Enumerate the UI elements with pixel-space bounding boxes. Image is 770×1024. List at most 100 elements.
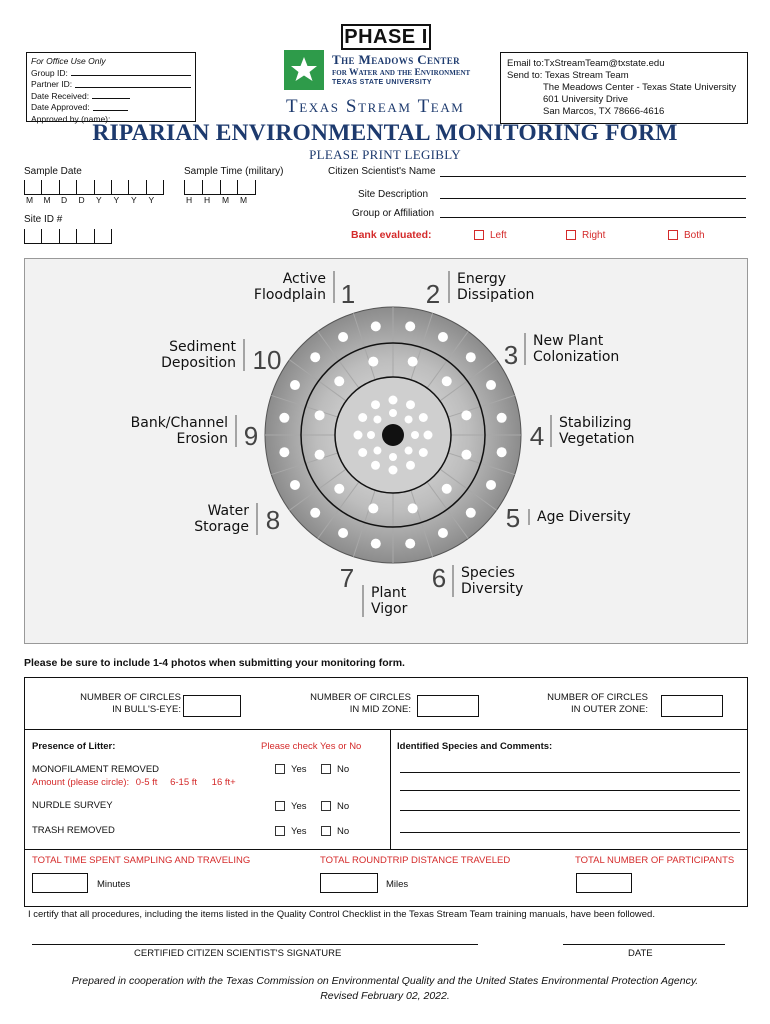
- monofilament-no-checkbox[interactable]: [321, 764, 331, 775]
- outer-zone-dot: [338, 331, 349, 342]
- wheel-number-3: 3: [504, 340, 518, 370]
- footer-revised: Revised February 02, 2022.: [320, 990, 450, 1002]
- bank-both-option[interactable]: Both: [668, 230, 705, 241]
- date-approved-field[interactable]: [92, 102, 128, 111]
- comments-line-1[interactable]: [400, 772, 740, 773]
- mid-zone-count-input[interactable]: [417, 695, 479, 717]
- wheel-label-8: Water: [208, 503, 250, 519]
- signature-line[interactable]: [32, 944, 478, 945]
- outer-zone-dot: [279, 412, 290, 423]
- total-time-input[interactable]: [32, 873, 88, 893]
- comments-line-2[interactable]: [400, 790, 740, 791]
- wheel-segment-line: [410, 490, 434, 557]
- total-distance-input[interactable]: [320, 873, 378, 893]
- office-use-box: For Office Use Only Group ID: Partner ID…: [26, 52, 196, 124]
- amount-6-15[interactable]: 6-15 ft: [170, 777, 198, 788]
- bulls-eye-dot: [373, 415, 382, 424]
- monofilament-no[interactable]: No: [321, 764, 349, 775]
- comments-line-3[interactable]: [400, 810, 740, 811]
- date-letter: D: [78, 195, 85, 205]
- send-to-line: Send to: Texas Stream Team: [507, 70, 629, 81]
- date-line[interactable]: [563, 944, 725, 945]
- wheel-number-9: 9: [244, 421, 258, 451]
- logo-line-3: TEXAS STATE UNIVERSITY: [332, 79, 432, 86]
- trash-no-checkbox[interactable]: [321, 826, 331, 837]
- group-affiliation-field[interactable]: [440, 217, 746, 218]
- site-description-label: Site Description: [358, 189, 429, 200]
- divider: [25, 729, 747, 730]
- outer-zone-dot: [279, 447, 290, 458]
- monofilament-yes[interactable]: Yes: [275, 764, 307, 775]
- contact-box: Email to:TxStreamTeam@txstate.edu Send t…: [500, 52, 748, 124]
- site-description-field[interactable]: [440, 198, 746, 199]
- approved-by-field[interactable]: [113, 114, 191, 122]
- bulls-eye-dot: [406, 460, 415, 470]
- wheel-segment-line: [352, 490, 376, 557]
- wheel-segment-line: [289, 468, 347, 511]
- footer-prepared: Prepared in cooperation with the Texas C…: [71, 975, 699, 987]
- nurdle-no[interactable]: No: [321, 801, 349, 812]
- bulls-eye-dot: [389, 453, 397, 461]
- time-letter: H: [186, 195, 193, 205]
- bank-left-option[interactable]: Left: [474, 230, 507, 241]
- bank-right-option[interactable]: Right: [566, 230, 605, 241]
- partner-id-label: Partner ID:: [31, 79, 73, 89]
- nurdle-yes[interactable]: Yes: [275, 801, 307, 812]
- monofilament-yes-checkbox[interactable]: [275, 764, 285, 775]
- wheel-segment-line: [317, 481, 360, 539]
- outer-zone-dot: [437, 528, 448, 539]
- date-letter: M: [26, 195, 34, 205]
- logo-line-2: for Water and the Environment: [332, 68, 471, 78]
- bank-both-checkbox[interactable]: [668, 230, 678, 241]
- check-yes-no-note: Please check Yes or No: [261, 741, 362, 752]
- citizen-name-field[interactable]: [440, 176, 746, 177]
- group-id-field[interactable]: [70, 68, 191, 76]
- outer-zone-dot: [486, 479, 497, 490]
- outer-zone-dot: [289, 479, 300, 490]
- amount-0-5[interactable]: 0-5 ft: [135, 777, 158, 788]
- outer-zone-dot: [370, 538, 381, 549]
- bulls-eye-dot: [388, 395, 398, 405]
- wheel-label-2: Dissipation: [457, 287, 534, 303]
- total-distance-label: TOTAL ROUNDTRIP DISTANCE TRAVELED: [320, 855, 511, 866]
- partner-id-field[interactable]: [75, 79, 191, 88]
- comments-line-4[interactable]: [400, 832, 740, 833]
- wheel-number-2: 2: [426, 279, 440, 309]
- wheel-segment-line: [352, 313, 376, 380]
- trash-yes-checkbox[interactable]: [275, 826, 285, 837]
- vertical-divider: [390, 729, 391, 849]
- outer-zone-count-input[interactable]: [661, 695, 723, 717]
- photo-note: Please be sure to include 1-4 photos whe…: [24, 657, 405, 669]
- wheel-label-10: Sediment: [169, 339, 236, 355]
- wheel-number-6: 6: [432, 563, 446, 593]
- date-letter: Y: [113, 195, 120, 205]
- wheel-segment-line: [448, 452, 515, 476]
- bank-right-checkbox[interactable]: [566, 230, 576, 241]
- bulls-eye-dot: [371, 400, 380, 410]
- date-received-field[interactable]: [92, 91, 131, 99]
- trash-yes[interactable]: Yes: [275, 826, 307, 837]
- phase-label: PHASE I: [341, 24, 431, 50]
- bulls-eye-dot: [406, 400, 415, 410]
- bulls-eye-count-input[interactable]: [183, 695, 241, 717]
- wheel-label-1: Floodplain: [254, 287, 326, 303]
- wheel-segment-line: [317, 331, 360, 389]
- mid-zone-dot: [407, 503, 418, 514]
- time-letter: H: [204, 195, 211, 205]
- bank-left-checkbox[interactable]: [474, 230, 484, 241]
- nurdle-yes-checkbox[interactable]: [275, 801, 285, 812]
- wheel-label-7: Vigor: [371, 601, 408, 617]
- site-id-input[interactable]: [24, 229, 113, 244]
- amount-16plus[interactable]: 16 ft+: [211, 777, 236, 788]
- wheel-label-2: Energy: [457, 271, 506, 287]
- certify-statement: I certify that all procedures, including…: [28, 909, 655, 920]
- nurdle-no-checkbox[interactable]: [321, 801, 331, 812]
- total-participants-input[interactable]: [576, 873, 632, 893]
- mid-zone-dot: [314, 410, 325, 421]
- trash-no[interactable]: No: [321, 826, 349, 837]
- wheel-label-7: Plant: [371, 585, 407, 601]
- date-letter: Y: [148, 195, 155, 205]
- outer-zone-dot: [310, 507, 321, 518]
